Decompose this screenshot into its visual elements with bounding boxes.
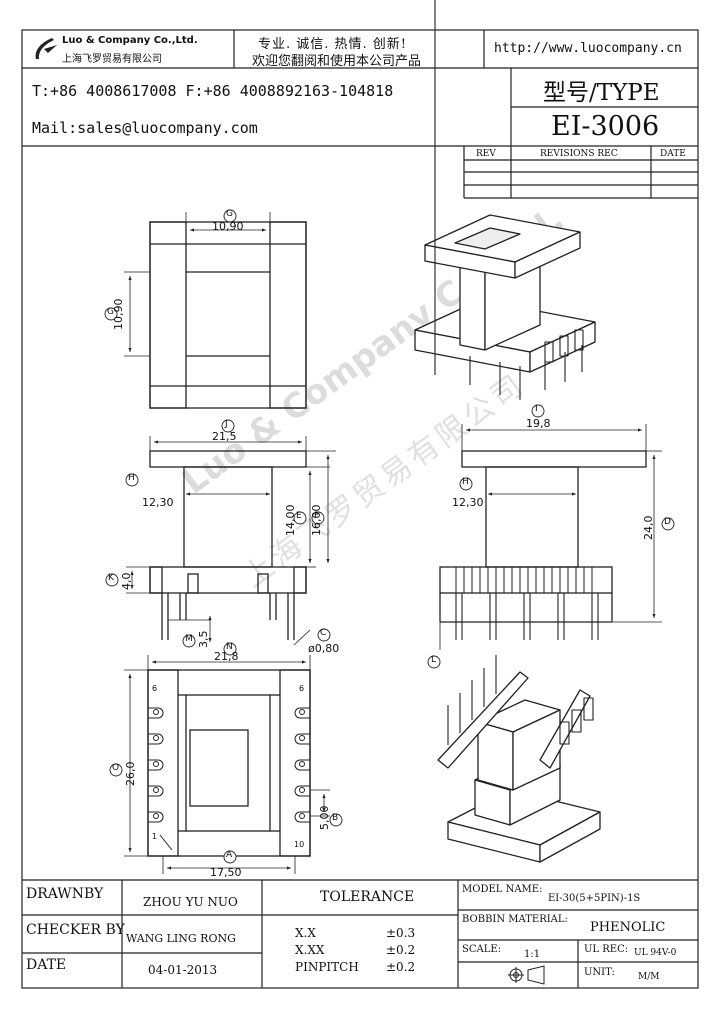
balloon-g-top: G: [226, 209, 233, 219]
date-value: 04-01-2013: [148, 963, 218, 977]
model-name-label: MODEL NAME:: [462, 884, 543, 895]
pin-label-6-right: 6: [299, 684, 305, 693]
checker-label: CHECKER BY: [26, 922, 125, 938]
balloon-m: M: [185, 634, 193, 644]
dim-m: 3,5: [197, 630, 210, 649]
dim-b: 5,00: [318, 805, 331, 831]
unit-label: UNIT:: [584, 967, 615, 978]
dim-f: 16,00: [310, 504, 323, 537]
balloon-n: N: [226, 642, 233, 652]
tolerance-val-1: ±0.3: [386, 926, 416, 940]
balloon-d: D: [664, 517, 671, 527]
scale-label: SCALE:: [462, 944, 502, 955]
balloon-c: C: [320, 628, 327, 638]
scale-value: 1:1: [524, 949, 541, 960]
slogan-line-2: 欢迎您翻阅和使用本公司产品: [252, 54, 422, 69]
tolerance-key-2: X.XX: [295, 943, 325, 957]
contact-mail: Mail:sales@luocompany.com: [32, 119, 258, 137]
company-name-cn: 上海飞罗贸易有限公司: [62, 54, 162, 65]
dim-i: 19,8: [526, 417, 551, 430]
company-url[interactable]: http://www.luocompany.cn: [494, 41, 682, 56]
balloon-l: L: [431, 655, 437, 665]
balloon-b: B: [332, 813, 339, 823]
date-label: DATE: [26, 957, 67, 973]
balloon-h-side: H: [462, 477, 469, 487]
unit-value: M/M: [638, 972, 660, 982]
balloon-o: O: [112, 763, 120, 773]
date-header: DATE: [660, 149, 686, 159]
tolerance-key-1: X.X: [295, 926, 316, 940]
dim-e: 14,00: [284, 504, 297, 537]
bottom-view: [124, 655, 330, 874]
tolerance-val-2: ±0.2: [386, 943, 416, 957]
balloon-h-front: H: [128, 473, 135, 483]
dim-o: 26,0: [124, 761, 137, 787]
drawnby-label: DRAWNBY: [26, 886, 104, 902]
tolerance-key-3: PINPITCH: [295, 960, 359, 974]
company-name-en: Luo & Company Co.,Ltd.: [62, 35, 198, 46]
model-name-value: EI-30(5+5PIN)-1S: [548, 893, 641, 904]
balloon-j: J: [225, 419, 228, 429]
ul-rec-value: UL 94V-0: [634, 948, 677, 958]
revisions-rec-header: REVISIONS REC: [540, 149, 618, 159]
contact-phone: T:+86 4008617008 F:+86 4008892163-104818: [32, 82, 394, 100]
dim-a: 17,50: [210, 866, 242, 879]
model-number: EI-3006: [551, 111, 660, 142]
dim-k: 4,0: [120, 572, 133, 591]
top-view: [124, 212, 307, 409]
tolerance-val-3: ±0.2: [386, 960, 416, 974]
pin-label-6: 6: [152, 684, 158, 693]
company-logo-icon: [35, 38, 57, 59]
balloon-e: E: [296, 511, 302, 521]
pin-label-10: 10: [294, 840, 305, 849]
bobbin-material-value: PHENOLIC: [590, 920, 666, 935]
ul-rec-label: UL REC:: [584, 944, 629, 955]
side-view: [439, 424, 662, 650]
isometric-view-bottom: [437, 655, 601, 863]
dim-n: 21,8: [214, 650, 239, 663]
balloon-i: I: [535, 404, 538, 414]
dim-h-side: 12,30: [452, 496, 484, 509]
front-view: [126, 436, 336, 646]
tolerance-label: TOLERANCE: [320, 889, 415, 905]
drawnby-value: ZHOU YU NUO: [143, 895, 238, 909]
slogan-line-1: 专业. 诚信. 热情. 创新!: [258, 37, 408, 52]
pin-label-1: 1: [152, 832, 158, 841]
checker-value: WANG LING RONG: [126, 932, 236, 945]
balloon-k: K: [108, 573, 114, 583]
dim-j: 21,5: [212, 430, 237, 443]
dim-g-width: 10,90: [212, 220, 244, 233]
balloon-g-side: G: [107, 307, 114, 317]
dim-d: 24,0: [642, 515, 655, 541]
dim-h-front: 12,30: [142, 496, 174, 509]
bobbin-material-label: BOBBIN MATERIAL:: [462, 914, 568, 925]
isometric-view-top: [414, 0, 596, 400]
balloon-circles: [104, 209, 675, 864]
dim-c: ø0,80: [308, 642, 340, 655]
dim-g-height: 10,90: [112, 298, 125, 331]
balloon-a: A: [226, 850, 233, 860]
rev-header: REV: [476, 149, 496, 159]
type-label: 型号/TYPE: [543, 80, 660, 106]
projection-symbol-icon: [508, 965, 545, 985]
balloon-f: F: [314, 511, 320, 521]
